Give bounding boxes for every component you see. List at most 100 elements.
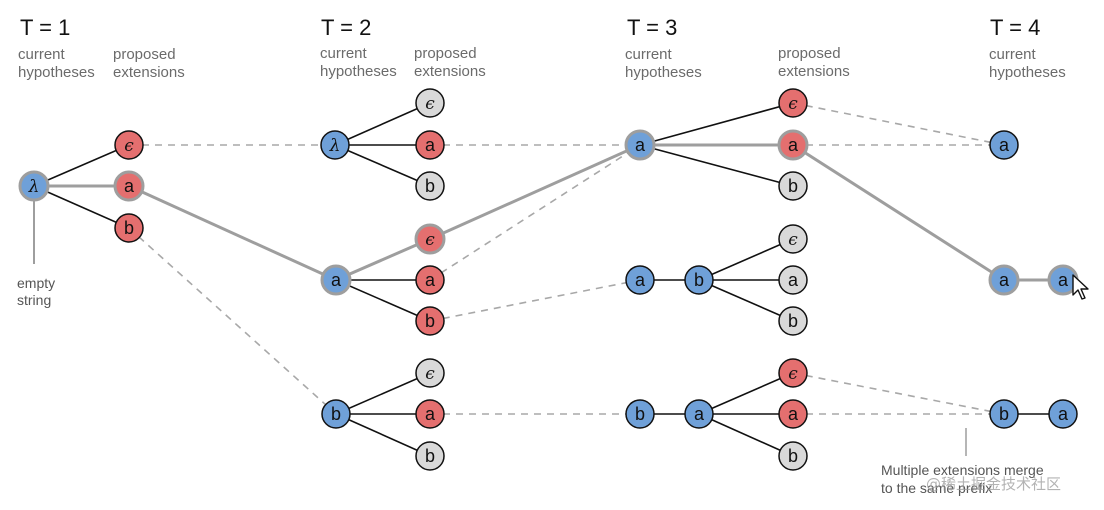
dashed-connectors xyxy=(128,102,1005,415)
proposed-label-t3-line2: extensions xyxy=(778,63,850,80)
node-label: b xyxy=(425,176,435,196)
node-t2-top-b: b xyxy=(415,171,445,201)
tree-edges xyxy=(33,102,1063,457)
node-t2-mid-a-root: a xyxy=(320,264,352,296)
node-t3-bot-ext-a: a xyxy=(778,399,808,429)
header-t4: T = 4 current hypotheses xyxy=(989,15,1066,81)
node-label: b xyxy=(124,218,134,238)
node-label: a xyxy=(788,270,799,290)
dashed-t2mid-b-to-t3ab xyxy=(429,279,641,322)
proposed-label-t2-line2: extensions xyxy=(414,63,486,80)
node-t2-top-eps: ϵ xyxy=(415,88,445,118)
beam-paths xyxy=(33,143,1063,456)
dashed-t2mid-a-to-t3a xyxy=(429,144,641,281)
beam-t1a-to-t2a xyxy=(128,184,337,282)
watermark: @稀土掘金技术社区 xyxy=(926,475,1061,493)
current-label-t3-line1: current xyxy=(625,46,673,63)
step-title-t4: T = 4 xyxy=(990,15,1040,40)
proposed-label-t1-line2: extensions xyxy=(113,64,185,81)
node-t4-bot-b: b xyxy=(989,399,1019,429)
node-t2-lambda: λ xyxy=(320,130,350,160)
node-label: b xyxy=(788,176,798,196)
node-t3-bot-ext-b: b xyxy=(778,441,808,471)
node-t1-a: a xyxy=(113,170,145,202)
node-t2-mid-eps: ϵ xyxy=(414,223,446,255)
current-label-t4-line1: current xyxy=(989,46,1037,63)
node-label: a xyxy=(635,135,646,155)
annotation-empty-string-line2: string xyxy=(17,292,51,308)
edge-t2-b-b xyxy=(335,413,431,457)
node-t3-top-a-root: a xyxy=(624,129,656,161)
node-t2-bot-b: b xyxy=(415,441,445,471)
node-t1-eps: ϵ xyxy=(114,130,144,160)
node-t2-bot-b-root: b xyxy=(321,399,351,429)
edge-t3-ab-b xyxy=(698,279,794,322)
node-label: ϵ xyxy=(425,94,435,114)
node-t3-mid-ext-b: b xyxy=(778,306,808,336)
node-t3-top-a: a xyxy=(777,129,809,161)
node-label: ϵ xyxy=(788,364,798,384)
dashed-t3bot-eps-to-t4ba xyxy=(792,372,1005,415)
node-t4-bot-a: a xyxy=(1048,399,1078,429)
proposed-label-t1-line1: proposed xyxy=(113,46,176,63)
node-t3-mid-b: b xyxy=(684,265,714,295)
header-t3: T = 3 current hypotheses proposed extens… xyxy=(625,15,850,81)
current-label-t3-line2: hypotheses xyxy=(625,64,702,81)
header-t2: T = 2 current hypotheses proposed extens… xyxy=(320,15,486,80)
node-label: ϵ xyxy=(425,230,435,250)
edge-t2-b-eps xyxy=(335,372,431,415)
dashed-t3eps-to-t4a xyxy=(792,102,1005,146)
node-t2-bot-a: a xyxy=(415,399,445,429)
node-label: a xyxy=(425,270,436,290)
node-label: b xyxy=(999,404,1009,424)
annotation-empty-string: empty string xyxy=(17,275,55,308)
node-t3-top-eps: ϵ xyxy=(778,88,808,118)
node-label: λ xyxy=(329,136,341,156)
beam-t2a-eps xyxy=(335,237,431,282)
node-t4-mid-a1: a xyxy=(988,264,1020,296)
node-t3-mid-a: a xyxy=(625,265,655,295)
node-t3-mid-ext-eps: ϵ xyxy=(778,224,808,254)
node-t1-b: b xyxy=(114,213,144,243)
edge-t1-lambda-b xyxy=(33,185,130,229)
node-t2-mid-b: b xyxy=(415,306,445,336)
node-t3-mid-ext-a: a xyxy=(778,265,808,295)
node-label: b xyxy=(788,446,798,466)
node-t4-top-a: a xyxy=(989,130,1019,160)
edge-t3-a-b xyxy=(639,144,794,187)
node-label: ϵ xyxy=(788,230,798,250)
current-label-t4-line2: hypotheses xyxy=(989,64,1066,81)
node-label: b xyxy=(331,404,341,424)
node-label: a xyxy=(425,404,436,424)
node-t3-bot-ext-eps: ϵ xyxy=(778,358,808,388)
header-t1: T = 1 current hypotheses proposed extens… xyxy=(18,15,185,81)
edge-t3-ba-eps xyxy=(698,372,794,415)
node-t2-mid-a: a xyxy=(415,265,445,295)
node-t3-top-b: b xyxy=(778,171,808,201)
mouse-cursor-icon xyxy=(1072,274,1089,300)
edge-t3-a-eps xyxy=(639,102,794,146)
edge-t2-lambda-b xyxy=(334,144,431,187)
node-label: a xyxy=(788,404,799,424)
node-label: b xyxy=(425,446,435,466)
annotation-empty-string-line1: empty xyxy=(17,275,55,291)
node-label: a xyxy=(1058,404,1069,424)
node-label: b xyxy=(788,311,798,331)
current-label-t2-line2: hypotheses xyxy=(320,63,397,80)
beam-t3a-to-t4aa xyxy=(792,143,1005,282)
current-label-t2-line1: current xyxy=(320,45,368,62)
current-label-t1-line2: hypotheses xyxy=(18,64,95,81)
node-t1-lambda: λ xyxy=(18,170,50,202)
node-t3-bot-b: b xyxy=(625,399,655,429)
node-label: ϵ xyxy=(124,136,134,156)
edge-t3-ba-b xyxy=(698,413,794,457)
edge-t3-ab-eps xyxy=(698,238,794,281)
node-t2-bot-eps: ϵ xyxy=(415,358,445,388)
node-label: a xyxy=(694,404,705,424)
nodes: λ ϵ a b λ ϵ a b xyxy=(18,88,1079,471)
current-label-t1-line1: current xyxy=(18,46,66,63)
node-label: b xyxy=(425,311,435,331)
beam-t2eps-to-t3a xyxy=(429,143,641,241)
node-label: a xyxy=(331,270,342,290)
